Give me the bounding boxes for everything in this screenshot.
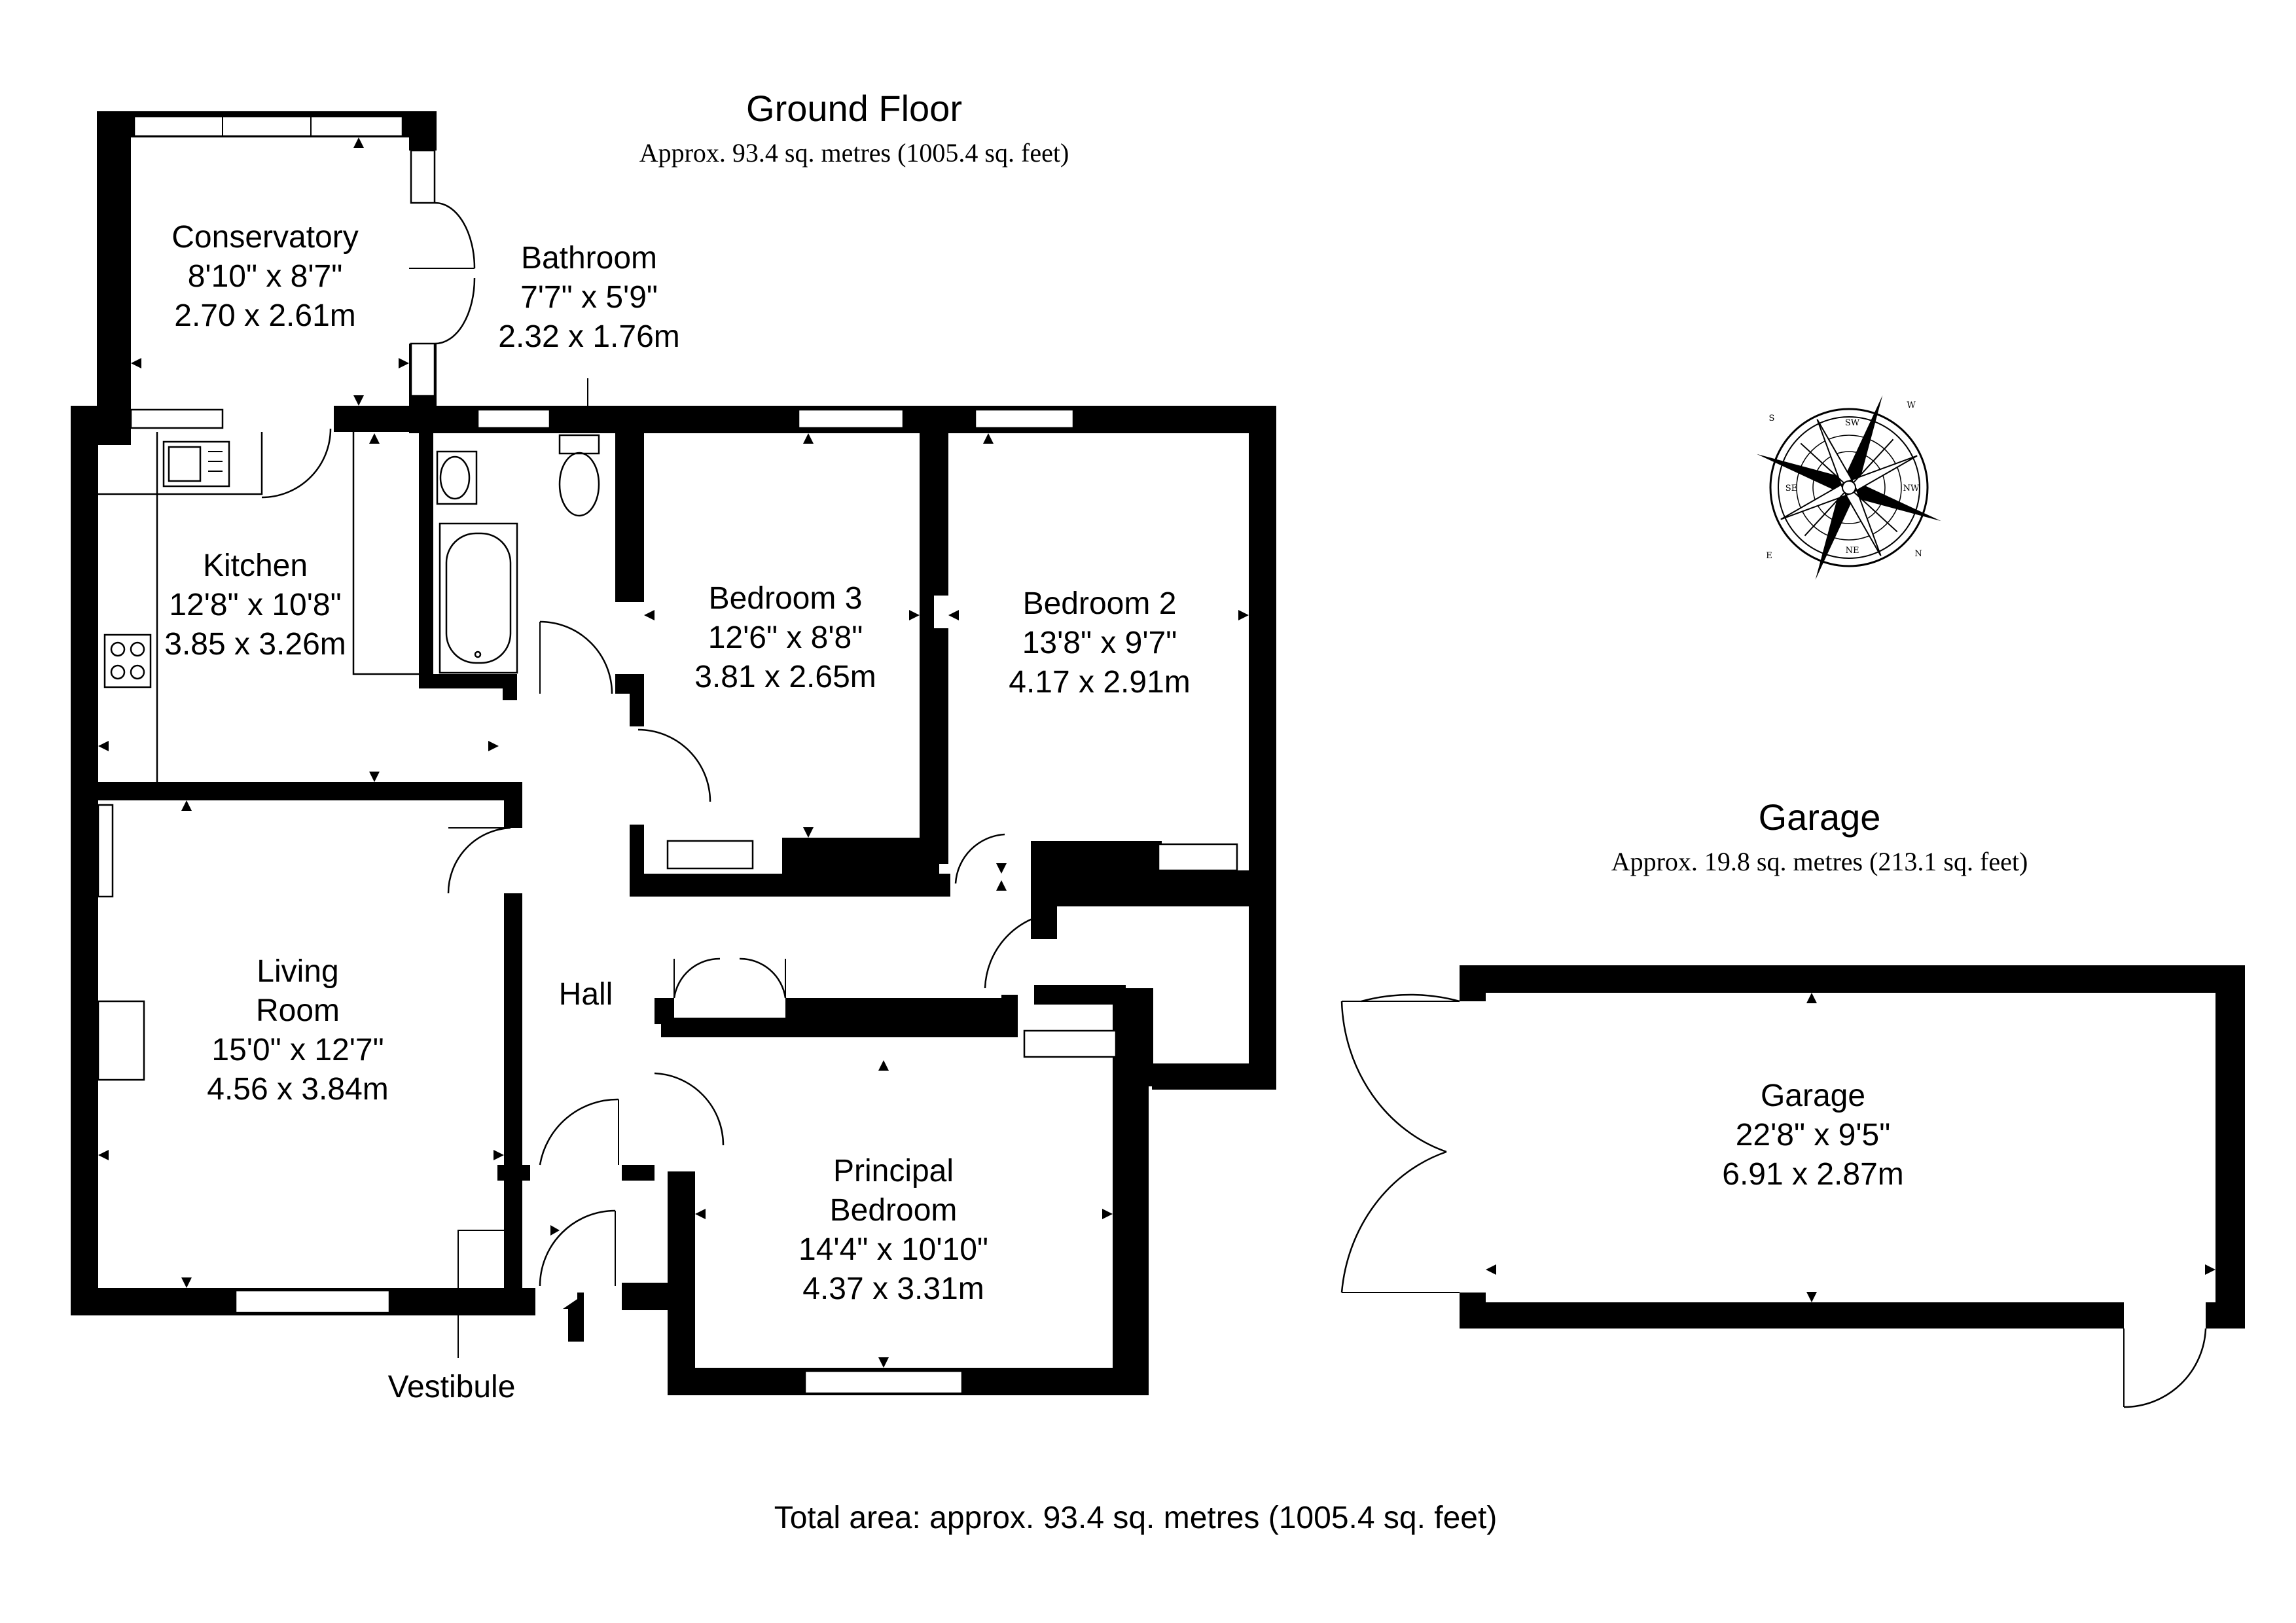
compass-label-e: E xyxy=(1766,551,1772,561)
hob-icon xyxy=(103,633,152,688)
doors xyxy=(261,202,1054,1287)
bedroom3-imperial: 12'6" x 8'8" xyxy=(708,620,863,655)
bedroom3-name: Bedroom 3 xyxy=(709,581,863,616)
ground-floor-area: Approx. 93.4 sq. metres (1005.4 sq. feet… xyxy=(639,138,1069,168)
garage-block-area: Approx. 19.8 sq. metres (213.1 sq. feet) xyxy=(1611,847,2028,876)
living-name-1: Living xyxy=(257,954,338,989)
conservatory-metric: 2.70 x 2.61m xyxy=(174,298,356,333)
living-imperial: 15'0" x 12'7" xyxy=(211,1033,384,1067)
basin-icon xyxy=(439,455,471,500)
compass-label-ne: NE xyxy=(1846,546,1859,556)
bedroom3-metric: 3.81 x 2.65m xyxy=(694,660,876,694)
principal-imperial: 14'4" x 10'10" xyxy=(798,1232,988,1267)
compass-label-w: W xyxy=(1907,401,1916,410)
garage-block-title: Garage xyxy=(1759,796,1881,838)
fireplace-icon xyxy=(97,1000,145,1081)
windows xyxy=(97,115,1238,1395)
ground-floor-title: Ground Floor xyxy=(746,88,962,129)
conservatory-name: Conservatory xyxy=(171,220,358,255)
toilet-icon xyxy=(558,434,600,455)
garage-name: Garage xyxy=(1761,1079,1865,1113)
conservatory-imperial: 8'10" x 8'7" xyxy=(188,259,343,294)
kitchen-metric: 3.85 x 3.26m xyxy=(164,627,346,662)
bath-icon xyxy=(439,522,518,674)
sink-icon xyxy=(162,440,230,488)
kitchen-imperial: 12'8" x 10'8" xyxy=(169,588,341,622)
living-name-2: Room xyxy=(256,993,340,1028)
principal-name-2: Bedroom xyxy=(830,1193,958,1228)
living-metric: 4.56 x 3.84m xyxy=(207,1072,389,1107)
principal-name-1: Principal xyxy=(833,1154,954,1188)
bedroom2-name: Bedroom 2 xyxy=(1023,586,1177,621)
compass-label-s: S xyxy=(1769,414,1775,423)
compass-label-sw: SW xyxy=(1845,418,1860,428)
total-area: Total area: approx. 93.4 sq. metres (100… xyxy=(774,1501,1498,1535)
bedroom2-metric: 4.17 x 2.91m xyxy=(1009,665,1191,700)
vestibule-name: Vestibule xyxy=(388,1370,516,1404)
dimension-arrows xyxy=(98,137,1249,1368)
fixtures xyxy=(97,378,600,1358)
compass-rose-icon: W N E S SW NW NE SE xyxy=(1757,395,1941,580)
bedroom2-imperial: 13'8" x 9'7" xyxy=(1022,626,1177,660)
garage-imperial: 22'8" x 9'5" xyxy=(1736,1118,1891,1152)
principal-metric: 4.37 x 3.31m xyxy=(802,1272,984,1306)
garage-metric: 6.91 x 2.87m xyxy=(1722,1157,1904,1192)
compass-label-n: N xyxy=(1914,549,1922,559)
bathroom-imperial: 7'7" x 5'9" xyxy=(520,280,658,315)
compass-label-nw: NW xyxy=(1903,484,1920,493)
hall-name: Hall xyxy=(559,977,613,1012)
bathroom-name: Bathroom xyxy=(521,241,657,276)
compass-label-se: SE xyxy=(1785,484,1797,493)
bathroom-metric: 2.32 x 1.76m xyxy=(498,319,680,354)
kitchen-name: Kitchen xyxy=(203,548,308,583)
garage-walls xyxy=(1340,965,2245,1408)
